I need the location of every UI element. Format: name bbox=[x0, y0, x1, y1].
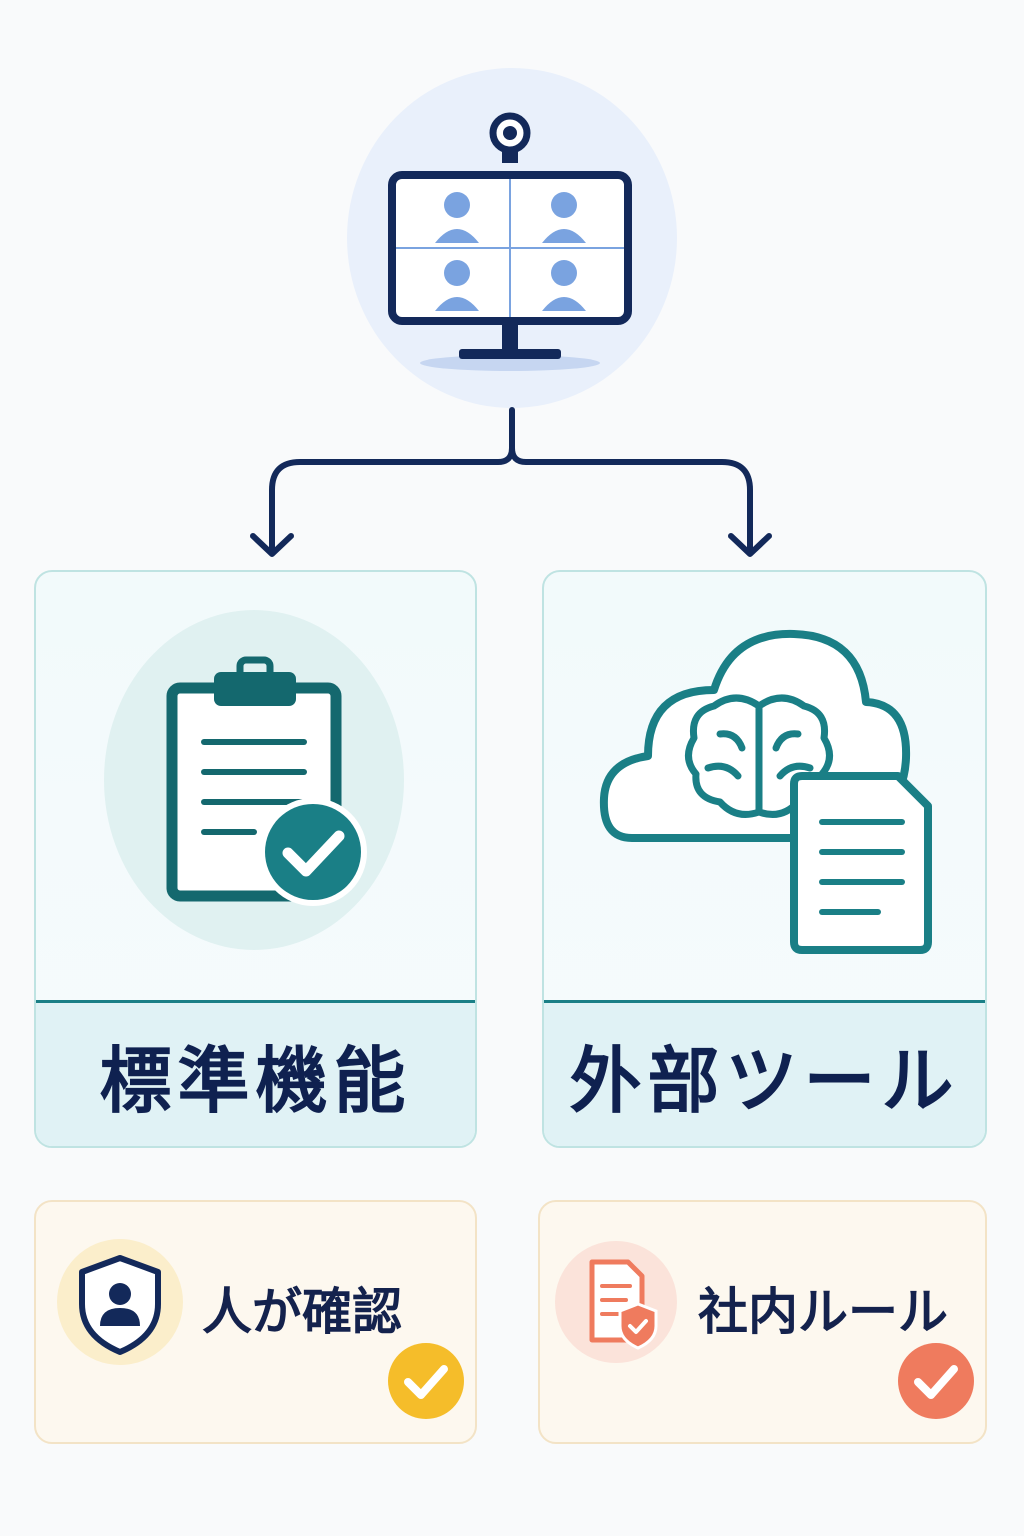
video-conference-monitor-icon bbox=[388, 112, 632, 371]
standard-feature-card: 標準機能 bbox=[34, 570, 477, 1148]
coral-check-icon bbox=[898, 1343, 974, 1419]
external-tool-card: 外部ツール bbox=[542, 570, 987, 1148]
human-check-label: 人が確認 bbox=[202, 1283, 402, 1341]
human-check-badge: 人が確認 bbox=[34, 1200, 477, 1444]
clipboard-check-icon bbox=[104, 610, 404, 950]
cloud-ai-document-icon bbox=[599, 629, 932, 954]
external-tool-title: 外部ツール bbox=[569, 1039, 960, 1123]
standard-feature-title: 標準機能 bbox=[99, 1039, 412, 1123]
yellow-check-icon bbox=[388, 1343, 464, 1419]
branch-arrows bbox=[250, 407, 772, 557]
document-shield-icon bbox=[555, 1241, 677, 1363]
external-tool-footer: 外部ツール bbox=[544, 1000, 985, 1146]
shield-user-icon bbox=[57, 1239, 183, 1365]
standard-feature-footer: 標準機能 bbox=[36, 1000, 475, 1146]
internal-rules-badge: 社内ルール bbox=[538, 1200, 987, 1444]
internal-rules-label: 社内ルール bbox=[698, 1283, 948, 1341]
